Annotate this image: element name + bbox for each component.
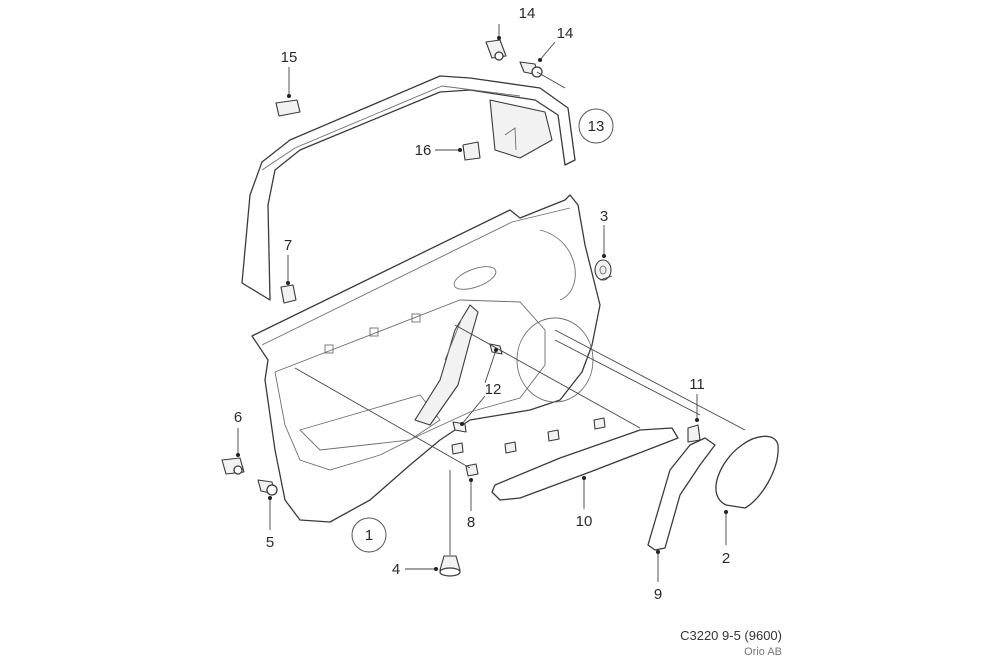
callout-1: 1 [365, 527, 373, 544]
clip-15 [275, 99, 301, 117]
callout-16: 16 [415, 142, 432, 159]
window-frame-trim [241, 75, 576, 301]
callout-3: 3 [600, 208, 608, 225]
screw-12b [452, 421, 467, 433]
screw-14 [519, 61, 543, 78]
callout-10: 10 [576, 513, 593, 530]
plug-16 [462, 141, 481, 161]
pillar-trim [647, 437, 716, 551]
callout-leaders [236, 24, 728, 582]
callout-14b: 14 [557, 25, 574, 42]
assembly-guide-lines [294, 71, 746, 555]
callout-15: 15 [281, 49, 298, 66]
handle-bracket [414, 304, 479, 426]
armrest-trim [491, 427, 679, 501]
callout-4: 4 [392, 561, 400, 578]
callout-12: 12 [485, 381, 502, 398]
clip-11 [687, 424, 701, 443]
clip-3 [594, 259, 612, 281]
clip-7 [280, 284, 297, 304]
callout-11: 11 [689, 376, 705, 393]
expansion-rivet-14 [485, 39, 507, 61]
callout-2: 2 [722, 550, 730, 567]
callout-6: 6 [234, 409, 242, 426]
callout-7: 7 [284, 237, 292, 254]
fastener-4 [439, 555, 461, 577]
callout-circle-1 [351, 517, 387, 553]
diagram-code: C3220 9-5 (9600) [680, 628, 782, 643]
expansion-rivet-6 [221, 457, 245, 475]
screw-5 [257, 479, 278, 496]
publisher-label: Orio AB [744, 646, 782, 658]
armrest-clips [451, 417, 606, 455]
clip-8 [465, 463, 479, 477]
callout-9: 9 [654, 586, 662, 603]
callout-13: 13 [588, 118, 605, 135]
callout-14a: 14 [519, 5, 536, 22]
callout-circle-13 [578, 108, 614, 144]
callout-8: 8 [467, 514, 475, 531]
callout-5: 5 [266, 534, 274, 551]
speaker-cover [715, 435, 779, 509]
callout-labels: 1 2 3 4 5 6 7 8 9 10 11 12 13 14 14 15 1… [234, 5, 730, 603]
